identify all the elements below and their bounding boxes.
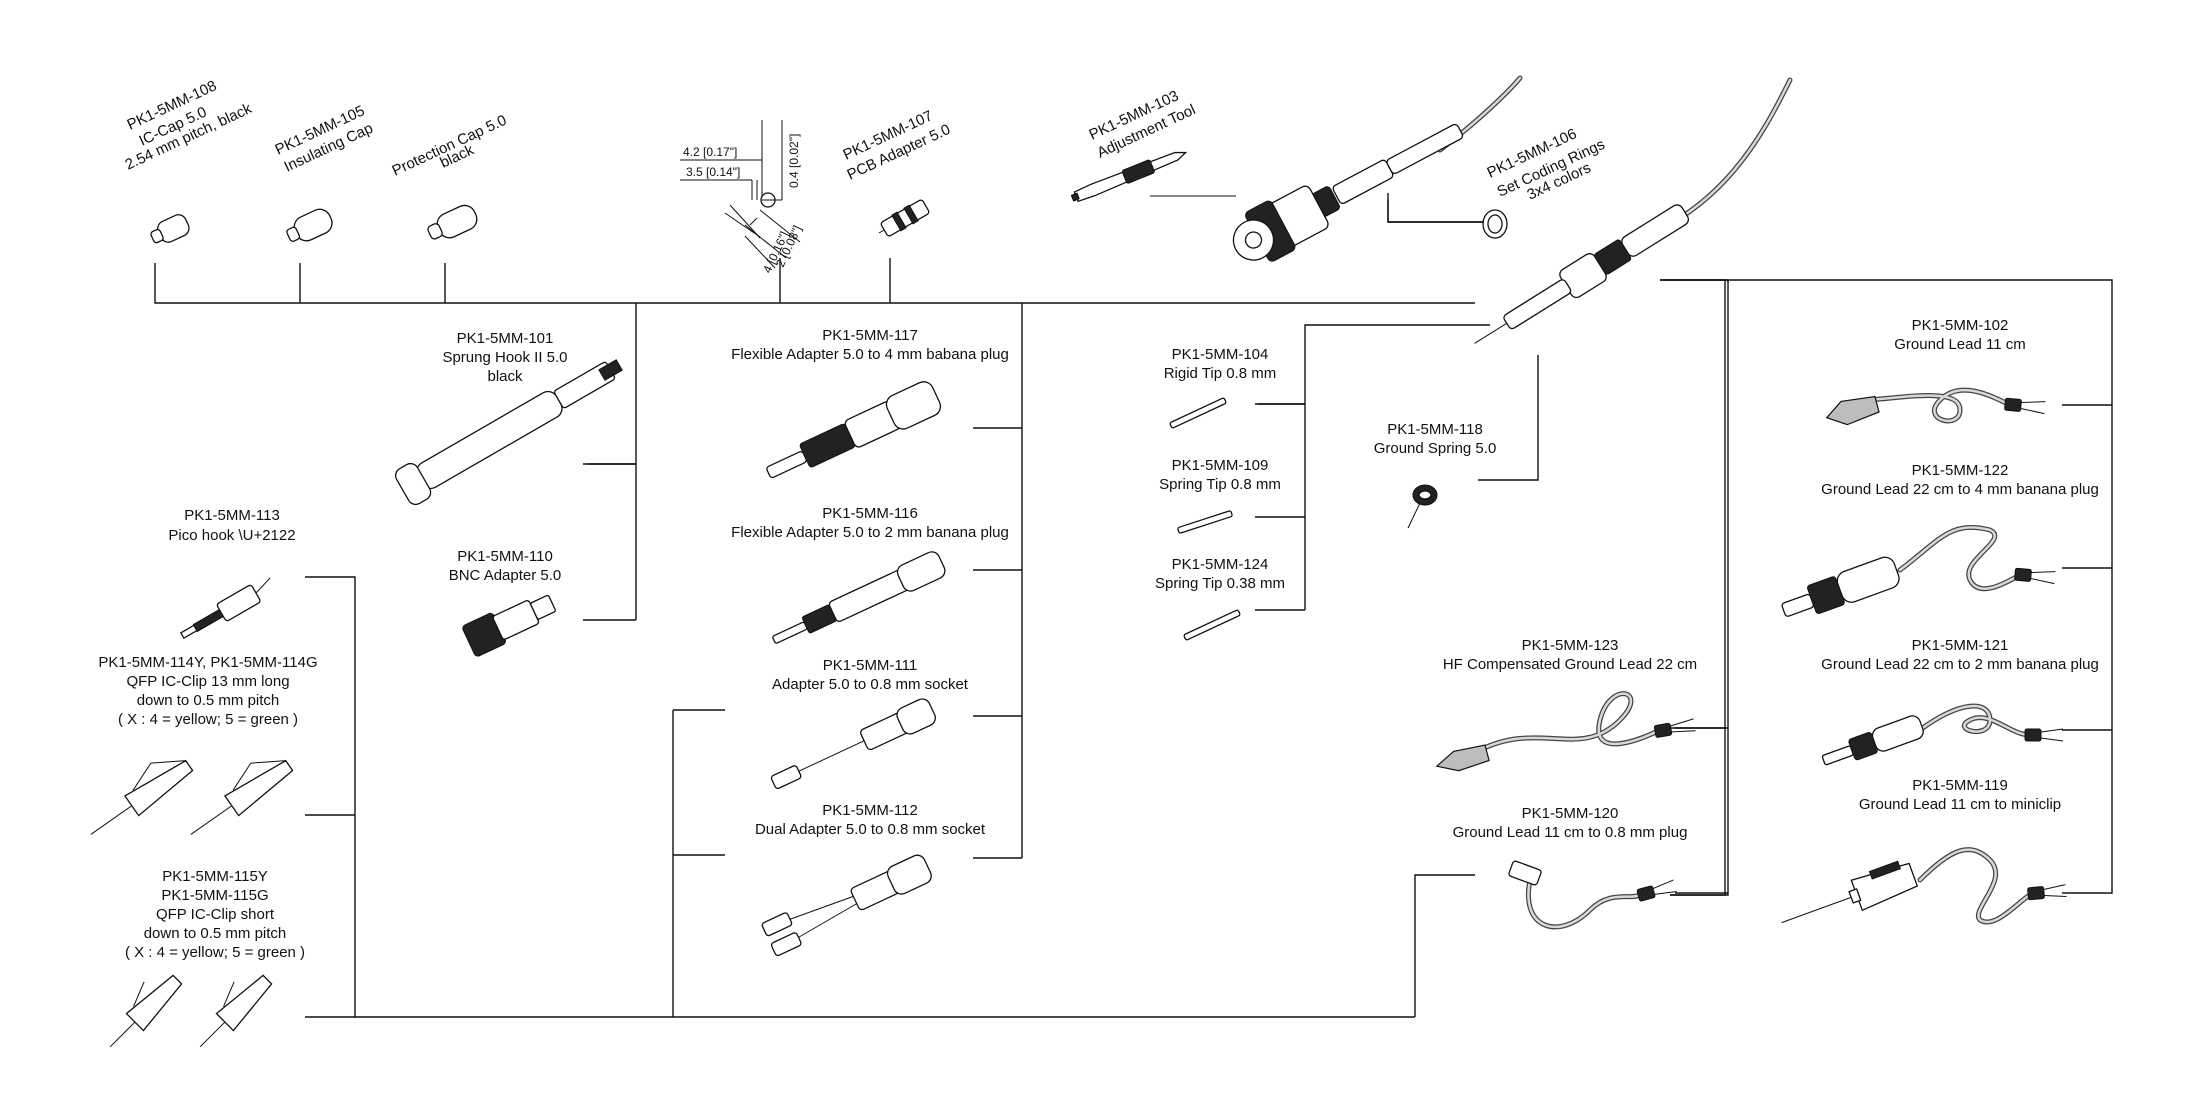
label-p112-1: PK1-5MM-112 bbox=[822, 802, 918, 819]
label-p110-2: BNC Adapter 5.0 bbox=[449, 567, 562, 584]
label-p117-2: Flexible Adapter 5.0 to 4 mm babana plug bbox=[731, 346, 1009, 363]
bnc-probe-head-icon bbox=[1232, 75, 1523, 262]
protection-cap-icon bbox=[427, 204, 478, 240]
adjustment-tool-icon bbox=[1070, 151, 1188, 203]
label-p112-2: Dual Adapter 5.0 to 0.8 mm socket bbox=[755, 821, 986, 838]
qfp-clip-long-icon bbox=[90, 759, 294, 835]
hf-ground-lead-icon bbox=[1435, 691, 1696, 772]
label-p123-2: HF Compensated Ground Lead 22 cm bbox=[1443, 656, 1697, 673]
ground-lead-miniclip-icon bbox=[1781, 847, 2067, 925]
dual-adapter-icon bbox=[761, 854, 932, 957]
label-p114-4: ( X : 4 = yellow; 5 = green ) bbox=[118, 711, 298, 728]
label-p124-1: PK1-5MM-124 bbox=[1172, 556, 1269, 573]
label-p123-1: PK1-5MM-123 bbox=[1522, 637, 1619, 654]
sprung-hook-icon bbox=[394, 359, 623, 506]
label-p101-3: black bbox=[487, 368, 523, 385]
label-p115-2: PK1-5MM-115G bbox=[161, 887, 268, 904]
pcb-adapter-icon bbox=[878, 199, 930, 237]
ground-lead-08mm-icon bbox=[1508, 860, 1677, 930]
label-p121-1: PK1-5MM-121 bbox=[1912, 637, 2009, 654]
qfp-clip-short-icon bbox=[109, 974, 273, 1048]
spring-tip-038-icon bbox=[1183, 609, 1241, 641]
label-pcap-1: Protection Cap 5.0 bbox=[390, 112, 510, 180]
label-p121-2: Ground Lead 22 cm to 2 mm banana plug bbox=[1821, 656, 2099, 673]
flex-adapter-4mm-icon bbox=[766, 381, 942, 479]
label-p101-1: PK1-5MM-101 bbox=[457, 330, 554, 347]
label-p114-3: down to 0.5 mm pitch bbox=[137, 692, 280, 709]
label-p120-1: PK1-5MM-120 bbox=[1522, 805, 1619, 822]
rigid-tip-icon bbox=[1169, 397, 1227, 429]
label-p122-2: Ground Lead 22 cm to 4 mm banana plug bbox=[1821, 481, 2099, 498]
label-p119-2: Ground Lead 11 cm to miniclip bbox=[1859, 796, 2061, 813]
spring-tip-08-icon bbox=[1177, 510, 1233, 534]
label-p124-2: Spring Tip 0.38 mm bbox=[1155, 575, 1285, 592]
label-p118-1: PK1-5MM-118 bbox=[1387, 421, 1483, 438]
flex-adapter-2mm-icon bbox=[772, 551, 946, 644]
label-p116-1: PK1-5MM-116 bbox=[822, 505, 918, 522]
label-p113-1: PK1-5MM-113 bbox=[184, 507, 280, 524]
coding-ring-icon bbox=[1482, 209, 1508, 239]
label-p114-1: PK1-5MM-114Y, PK1-5MM-114G bbox=[98, 654, 317, 671]
label-p119-1: PK1-5MM-119 bbox=[1912, 777, 2008, 794]
ground-lead-4mm-icon bbox=[1781, 524, 2056, 617]
label-p114-2: QFP IC-Clip 13 mm long bbox=[126, 673, 289, 690]
label-p115-1: PK1-5MM-115Y bbox=[162, 868, 268, 885]
label-p113-2: Pico hook \U+2122 bbox=[168, 527, 295, 544]
ground-lead-2mm-icon bbox=[1821, 703, 2064, 766]
ground-lead-11cm-icon bbox=[1825, 387, 2046, 426]
dim-2: 3.5 [0.14"] bbox=[686, 165, 740, 179]
ground-spring-icon bbox=[1407, 484, 1438, 529]
label-p111-1: PK1-5MM-111 bbox=[823, 657, 917, 674]
label-p116-2: Flexible Adapter 5.0 to 2 mm banana plug bbox=[731, 524, 1009, 541]
ic-cap-icon bbox=[150, 214, 190, 244]
label-p109-1: PK1-5MM-109 bbox=[1172, 457, 1269, 474]
label-p120-2: Ground Lead 11 cm to 0.8 mm plug bbox=[1453, 824, 1688, 841]
label-p118-2: Ground Spring 5.0 bbox=[1374, 440, 1497, 457]
main-probe-icon bbox=[1474, 77, 1793, 344]
label-p117-1: PK1-5MM-117 bbox=[822, 327, 918, 344]
label-p115-5: ( X : 4 = yellow; 5 = green ) bbox=[125, 944, 305, 961]
label-p102-2: Ground Lead 11 cm bbox=[1894, 336, 2025, 353]
label-p104-2: Rigid Tip 0.8 mm bbox=[1164, 365, 1277, 382]
label-p102-1: PK1-5MM-102 bbox=[1912, 317, 2009, 334]
pico-hook-icon bbox=[179, 577, 271, 639]
label-p115-3: QFP IC-Clip short bbox=[156, 906, 275, 923]
label-p110-1: PK1-5MM-110 bbox=[457, 548, 553, 565]
bnc-adapter-icon bbox=[462, 594, 556, 657]
insulating-cap-icon bbox=[286, 208, 333, 242]
adapter-08mm-socket-icon bbox=[770, 698, 936, 790]
label-p101-2: Sprung Hook II 5.0 bbox=[442, 349, 567, 366]
dimension-drawing bbox=[680, 120, 801, 269]
label-p122-1: PK1-5MM-122 bbox=[1912, 462, 2009, 479]
label-p115-4: down to 0.5 mm pitch bbox=[144, 925, 287, 942]
label-p104-1: PK1-5MM-104 bbox=[1172, 346, 1269, 363]
label-p109-2: Spring Tip 0.8 mm bbox=[1159, 476, 1281, 493]
dim-3: 0.4 [0.02"] bbox=[787, 134, 801, 188]
dim-1: 4.2 [0.17"] bbox=[683, 145, 737, 159]
label-p111-2: Adapter 5.0 to 0.8 mm socket bbox=[772, 676, 969, 693]
